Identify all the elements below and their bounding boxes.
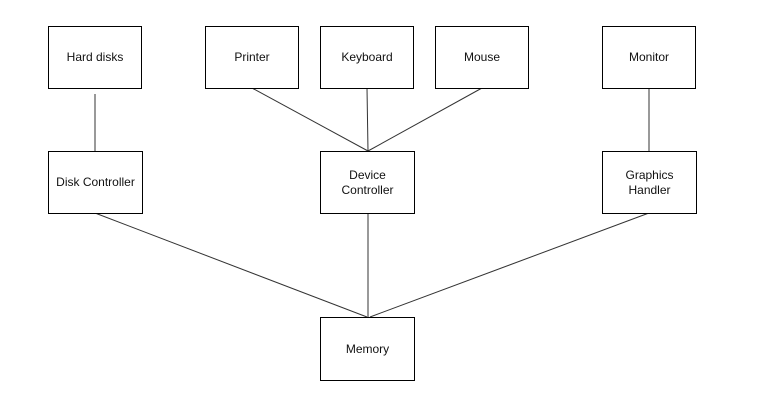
node-monitor-label: Monitor (628, 50, 669, 64)
node-memory-label: Memory (345, 341, 390, 356)
edge-keyboard-to-device-controller (366, 87, 369, 152)
node-mouse-label: Mouse (463, 50, 501, 64)
node-graphics-handler: Graphics Handler (602, 151, 697, 214)
edge-printer-to-device-controller (251, 87, 369, 152)
node-keyboard-label: Keyboard (341, 50, 393, 64)
edge-graphics-handler-to-memory (369, 212, 650, 318)
node-hard-disks: Hard disks (48, 26, 142, 89)
node-mouse: Mouse (435, 26, 529, 89)
edge-disk-controller-to-memory (94, 212, 368, 318)
node-hard-disks-label: Hard disks (66, 50, 124, 64)
node-printer-label: Printer (234, 50, 270, 64)
edge-mouse-to-device-controller (367, 87, 483, 152)
node-monitor: Monitor (602, 26, 696, 89)
node-device-controller-label: Device Controller (341, 167, 394, 197)
node-memory: Memory (320, 317, 415, 381)
node-disk-controller-label: Disk Controller (56, 175, 135, 189)
node-graphics-handler-label: Graphics Handler (625, 167, 674, 197)
node-keyboard: Keyboard (320, 26, 414, 89)
node-device-controller: Device Controller (320, 151, 415, 214)
node-printer: Printer (205, 26, 299, 89)
node-disk-controller: Disk Controller (48, 151, 143, 214)
